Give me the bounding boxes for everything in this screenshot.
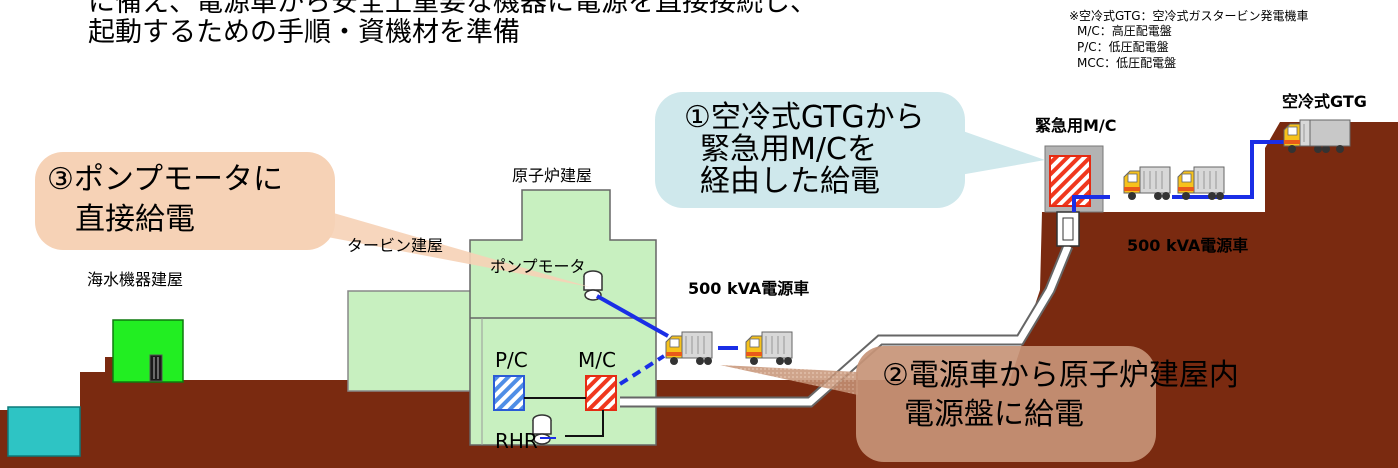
cable-mc — [618, 354, 666, 386]
rhr-label: RHR — [495, 429, 538, 453]
mc-panel — [585, 375, 617, 411]
callout-1-line-3: 経由した給電 — [700, 164, 880, 199]
note-line-4: MCC：低圧配電盤 — [1077, 56, 1177, 70]
callout-3-pointer — [280, 212, 590, 287]
power-truck-label-low: 500 kVA電源車 — [688, 279, 810, 298]
seawater-pump-house — [7, 406, 81, 457]
pc-panel — [493, 375, 525, 411]
callout-2-line-1: ②電源車から原子炉建屋内 — [882, 358, 1239, 393]
reactor-building-label: 原子炉建屋 — [512, 166, 593, 185]
power-truck-label-high: 500 kVA電源車 — [1127, 236, 1249, 255]
pump-motor-label: ポンプモータ — [490, 257, 586, 276]
note-line-1: ※空冷式GTG：空冷式ガスタービン発電機車 — [1069, 9, 1309, 23]
callout-1-pointer — [960, 130, 1045, 175]
seawater-equipment-building — [112, 319, 184, 383]
emergency-mc-label: 緊急用M/C — [1035, 116, 1117, 135]
note-line-2: M/C：高圧配電盤 — [1077, 24, 1172, 38]
heading-line-2: 起動するための手順・資機材を準備 — [88, 17, 520, 48]
turbine-building — [347, 290, 482, 392]
power-truck-icon — [745, 331, 793, 366]
callout-2-pointer — [720, 365, 858, 395]
turbine-building-label: タービン建屋 — [347, 236, 444, 255]
seawater-building-label: 海水機器建屋 — [87, 270, 184, 289]
cable-pump-motor — [596, 294, 669, 338]
callout-3-box — [35, 152, 335, 250]
mc-label: M/C — [578, 348, 616, 372]
power-truck-icon — [1123, 166, 1171, 201]
seawater-building-door — [149, 354, 163, 382]
callout-2-box — [856, 346, 1156, 462]
callout-1-box — [655, 92, 965, 208]
note-line-3: P/C：低圧配電盤 — [1077, 40, 1169, 54]
heading-line-1: に備え、電源車から安全上重要な機器に電源を直接接続し、 — [88, 0, 817, 18]
callout-3-line-2: 直接給電 — [75, 202, 195, 237]
callout-1-line-1: ①空冷式GTGから — [684, 100, 925, 135]
gtg-truck-icon — [1283, 119, 1351, 154]
callout-1-line-2: 緊急用M/Cを — [700, 132, 877, 167]
gtg-label: 空冷式GTG — [1282, 92, 1367, 111]
callout-3-line-1: ③ポンプモータに — [47, 162, 283, 197]
power-truck-icon — [665, 331, 713, 366]
callout-2-line-2: 電源盤に給電 — [904, 397, 1084, 432]
pc-label: P/C — [495, 348, 528, 372]
emergency-mc-box — [1056, 211, 1080, 247]
